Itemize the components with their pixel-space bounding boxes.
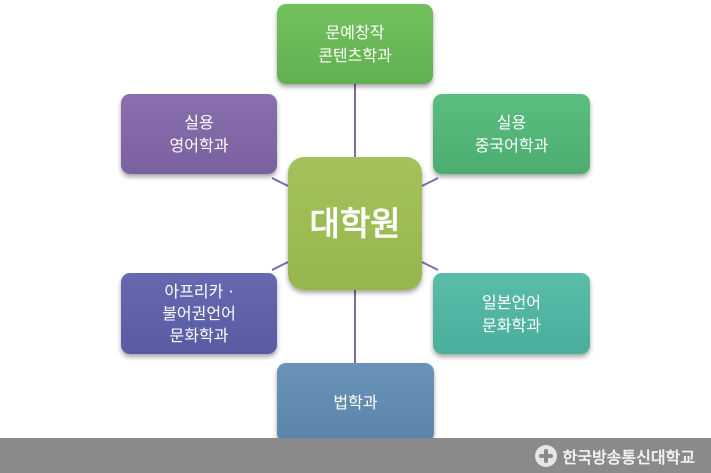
university-emblem-icon xyxy=(534,445,557,467)
node-label-line: 콘텐츠학과 xyxy=(318,46,392,65)
connector-top-left xyxy=(271,177,289,187)
footer-bar xyxy=(0,438,711,473)
node-japanese-language-culture: 일본언어 문화학과 xyxy=(433,273,590,354)
connector-top-right xyxy=(421,177,439,187)
node-label-line: 아프리카 · xyxy=(164,281,234,301)
node-creative-writing-content: 문예창작 콘텐츠학과 xyxy=(277,4,433,84)
node-label-line: 중국어학과 xyxy=(474,136,549,155)
node-label-line: 문예창작 xyxy=(325,23,385,42)
logo-text: 한국방송통신대학교 xyxy=(562,448,695,467)
node-label-line: 문화학과 xyxy=(482,315,541,335)
node-label-line: 영어학과 xyxy=(169,136,229,155)
connector-bottom-left xyxy=(271,261,289,271)
university-logo: 한국방송통신대학교 xyxy=(534,445,695,467)
node-law: 법학과 xyxy=(277,363,434,442)
node-african-french-language-culture: 아프리카 · 불어권언어 문화학과 xyxy=(121,273,277,354)
node-graduate-school: 대학원 xyxy=(288,157,422,290)
center-label: 대학원 xyxy=(309,204,401,243)
node-label-line: 실용 xyxy=(184,113,214,132)
node-label-line: 문화학과 xyxy=(169,325,229,345)
node-practical-chinese: 실용 중국어학과 xyxy=(433,94,590,174)
node-practical-english: 실용 영어학과 xyxy=(121,94,277,174)
node-label-line: 법학과 xyxy=(333,393,378,412)
connector-bottom-right xyxy=(421,261,439,271)
node-label-line: 실용 xyxy=(496,113,527,132)
node-label-line: 일본언어 xyxy=(482,292,541,312)
node-label-line: 불어권언어 xyxy=(162,303,236,323)
